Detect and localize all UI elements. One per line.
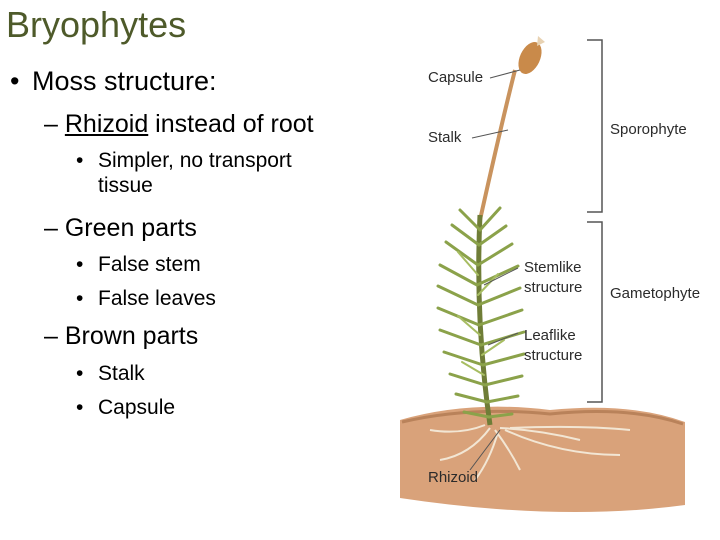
soil-top [401,409,684,426]
bullet-moss-structure: • Moss structure: [10,66,217,97]
brown-item-text: Stalk [98,362,145,385]
label-stemlike-2: structure [524,279,582,296]
bullet-dot: • [10,66,20,96]
label-stemlike-1: Stemlike [524,259,582,276]
bullet-dot: • [76,253,84,276]
brown-item-capsule: • Capsule [76,395,175,420]
sub-bullet-green-parts: – Green parts [44,214,197,243]
rhizoid-detail: • Simpler, no transport tissue [76,148,292,198]
sub-bullet-rhizoid: – Rhizoid instead of root [44,110,314,139]
label-rhizoid: Rhizoid [428,469,478,486]
green-parts-text: Green parts [64,214,197,242]
dash: – [44,110,65,138]
bullet-dot: • [76,287,84,310]
rhizoid-detail-line2: tissue [98,174,153,197]
stalk [478,69,517,221]
bullet-dot: • [76,149,84,172]
label-leaflike-1: Leaflike [524,327,576,344]
slide-title: Bryophytes [6,4,187,45]
bullet-dot: • [76,362,84,385]
rhizoid-detail-line1: Simpler, no transport [98,149,292,172]
leaves [436,206,526,419]
brown-item-text: Capsule [98,396,176,419]
bullet-dot: • [76,396,84,419]
dash: – [44,214,65,242]
label-stalk: Stalk [428,129,462,146]
brackets [587,39,603,403]
capsule [518,42,542,74]
dash: – [44,322,65,350]
rhizoid-word: Rhizoid [64,110,149,138]
green-item-false-leaves: • False leaves [76,286,216,311]
soil [400,406,685,513]
rhizoid-roots [429,424,631,481]
bullet-moss-structure-text: Moss structure: [32,66,217,96]
brown-item-stalk: • Stalk [76,361,145,386]
capsule-tip [537,36,545,46]
sub-bullet-brown-parts: – Brown parts [44,322,198,351]
leaf-highlights [457,251,505,376]
label-capsule: Capsule [428,69,483,86]
label-gametophyte: Gametophyte [610,285,700,302]
green-item-text: False stem [98,253,201,276]
gametophyte-stem [476,214,493,426]
label-sporophyte: Sporophyte [610,121,687,138]
label-leaflike-2: structure [524,347,582,364]
leader-lines [469,69,521,471]
moss-diagram: Capsule Stalk Sporophyte Stemlike struct… [400,36,700,513]
green-item-false-stem: • False stem [76,252,201,277]
brown-parts-text: Brown parts [64,322,199,350]
rhizoid-rest: instead of root [148,110,314,138]
green-item-text: False leaves [98,287,216,310]
